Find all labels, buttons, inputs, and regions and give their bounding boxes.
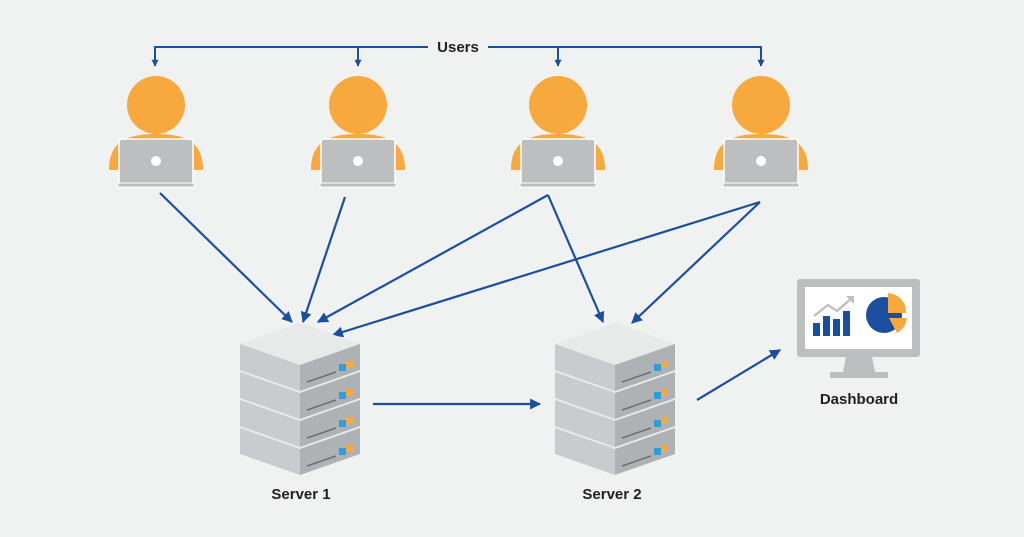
arrow-server2-dashboard xyxy=(696,349,781,401)
user-server-arrows xyxy=(159,192,761,338)
server-1-label: Server 1 xyxy=(271,486,330,503)
arrow-user4-server2 xyxy=(631,201,761,324)
bar-chart-icon xyxy=(813,311,850,336)
server-1-icon xyxy=(240,323,360,475)
arrow-user2-server1 xyxy=(300,196,347,324)
dashboard-label: Dashboard xyxy=(820,391,898,408)
dashboard-monitor-icon xyxy=(797,279,920,378)
pie-chart-icon xyxy=(866,293,907,333)
server-2-icon xyxy=(555,323,675,475)
trend-line-icon xyxy=(813,297,853,317)
arrow-user3-server1 xyxy=(317,194,549,323)
users-label: Users xyxy=(437,39,479,56)
arrow-user4-server1 xyxy=(331,200,761,338)
arrow-user1-server1 xyxy=(159,192,293,323)
server-2-label: Server 2 xyxy=(582,486,641,503)
users-bracket xyxy=(151,46,765,67)
